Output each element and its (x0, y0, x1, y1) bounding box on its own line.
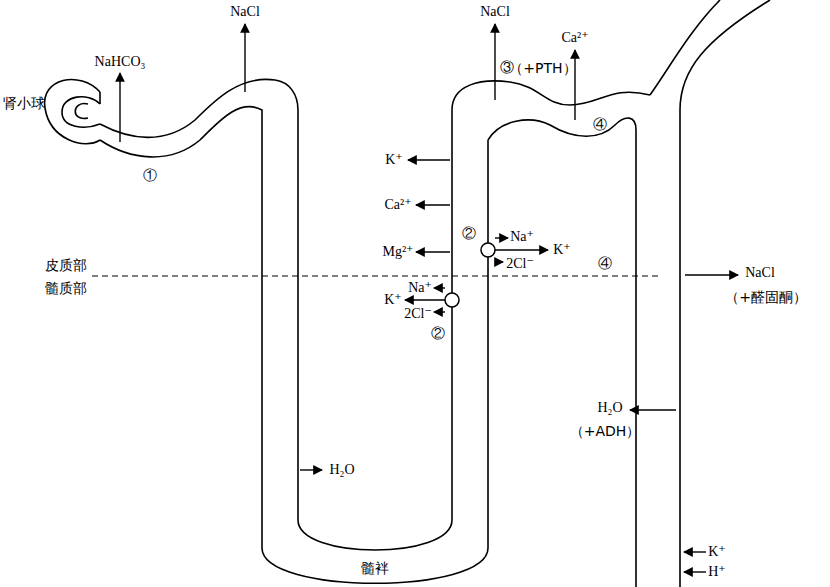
ion-label: H⁺ (708, 564, 726, 580)
ion-label: H₂O (597, 400, 622, 416)
hormone-label: （+ADH） (570, 423, 641, 439)
ion-label: NaHCO₃ (95, 54, 146, 70)
callout-number: ② (462, 226, 476, 242)
ion-label: H₂O (329, 462, 354, 478)
ion-label: K⁺ (385, 152, 403, 168)
ion-label: NaCl (480, 4, 510, 20)
ion-label: 2Cl⁻ (404, 306, 432, 322)
hormone-label: （+PTH） (509, 60, 576, 76)
ion-label: K⁺ (708, 544, 726, 560)
region-label: 髓质部 (45, 280, 87, 296)
ion-label: Mg²⁺ (382, 244, 413, 260)
ion-label: K⁺ (553, 242, 571, 258)
ion-label: 2Cl⁻ (506, 256, 534, 272)
ion-label: K⁺ (384, 292, 402, 308)
callout-number: ④ (598, 256, 612, 272)
callout-number: ② (431, 326, 445, 342)
callout-number: ① (143, 168, 157, 184)
region-label: 皮质部 (45, 257, 87, 273)
ion-label: Na⁺ (510, 229, 534, 245)
ion-label: Ca²⁺ (384, 197, 411, 213)
ion-label: NaCl (745, 265, 775, 281)
ion-label: Na⁺ (408, 280, 432, 296)
structure-label: 髓袢 (361, 560, 389, 576)
ion-label: Ca²⁺ (561, 30, 588, 46)
ion-label: NaCl (230, 4, 260, 20)
hormone-label: （+醛固酮） (725, 289, 807, 305)
structure-label: 肾小球 (3, 95, 45, 111)
callout-number: ④ (593, 117, 607, 133)
